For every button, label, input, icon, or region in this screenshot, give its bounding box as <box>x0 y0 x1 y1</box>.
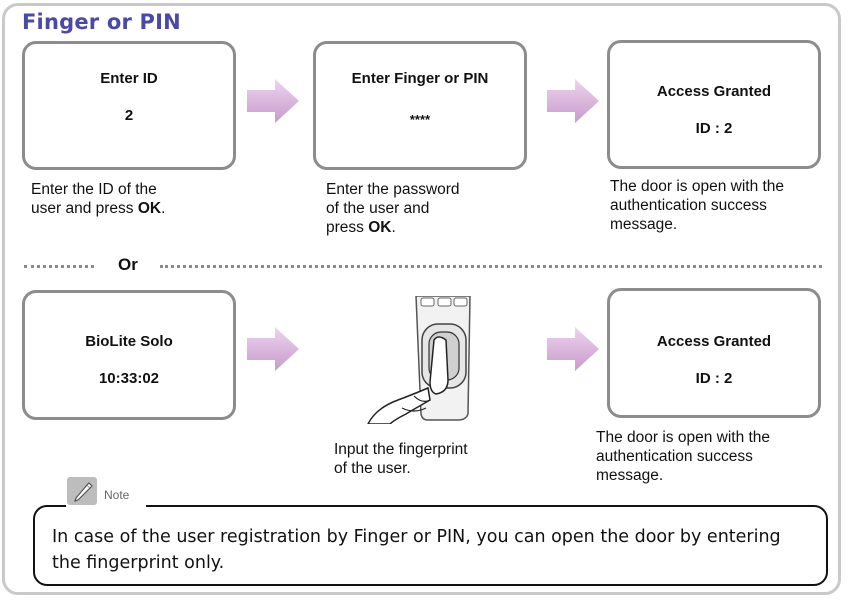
caption-text: press <box>326 219 369 236</box>
arrow-right-icon <box>547 79 599 123</box>
caption-line: The door is open with the <box>610 178 785 195</box>
caption-line: press OK. <box>326 218 460 237</box>
screen-enter-finger-or-pin: Enter Finger or PIN **** <box>313 41 527 170</box>
caption-line: user and press OK. <box>31 199 165 218</box>
caption-input-fingerprint: Input the fingerprint of the user. <box>334 440 468 478</box>
arrow-right-icon <box>247 79 299 123</box>
caption-enter-password: Enter the password of the user and press… <box>326 180 460 237</box>
caption-line: of the user and <box>326 200 430 217</box>
screen-line-2: ID : 2 <box>695 370 733 387</box>
section-title: Finger or PIN <box>22 10 181 34</box>
or-label: Or <box>118 255 138 274</box>
screen-line-1: BioLite Solo <box>85 333 173 350</box>
caption-line: The door is open with the <box>596 429 771 446</box>
divider-right <box>160 265 822 268</box>
screen-line-1: Enter ID <box>100 70 158 87</box>
screen-access-granted: Access Granted ID : 2 <box>607 40 821 169</box>
caption-line: authentication success <box>610 197 767 214</box>
caption-text: user and press <box>31 200 138 217</box>
caption-enter-id: Enter the ID of the user and press OK. <box>31 180 165 218</box>
caption-tail: . <box>161 200 166 217</box>
caption-door-open: The door is open with the authentication… <box>596 428 770 485</box>
screen-line-2: ID : 2 <box>695 120 733 137</box>
caption-line: message. <box>610 216 678 233</box>
arrow-right-icon <box>547 327 599 371</box>
note-header: Note <box>66 476 146 508</box>
pencil-note-icon <box>67 477 97 505</box>
divider-left <box>24 265 94 268</box>
screen-line-1: Access Granted <box>656 333 772 350</box>
caption-door-open: The door is open with the authentication… <box>610 177 784 234</box>
note-box <box>33 505 828 586</box>
ok-key-label: OK <box>137 200 162 217</box>
fingerprint-device-illustration <box>367 296 471 424</box>
caption-line: Enter the ID of the <box>31 181 157 198</box>
screen-enter-id: Enter ID 2 <box>22 41 236 170</box>
screen-access-granted: Access Granted ID : 2 <box>607 288 821 418</box>
screen-line-2: 10:33:02 <box>98 370 160 387</box>
caption-line: authentication success <box>596 448 753 465</box>
ok-key-label: OK <box>368 219 392 236</box>
note-text: In case of the user registration by Fing… <box>52 527 781 573</box>
screen-line-1: Enter Finger or PIN <box>351 70 489 87</box>
caption-line: Input the fingerprint <box>334 441 468 458</box>
caption-line: Enter the password <box>326 181 460 198</box>
screen-line-1: Access Granted <box>656 83 772 100</box>
note-label: Note <box>104 488 130 502</box>
screen-line-2: **** <box>409 112 431 127</box>
screen-idle: BioLite Solo 10:33:02 <box>22 290 236 420</box>
caption-tail: . <box>391 219 396 236</box>
caption-line: of the user. <box>334 460 411 477</box>
caption-line: message. <box>596 467 664 484</box>
screen-line-2: 2 <box>124 107 134 124</box>
arrow-right-icon <box>247 327 299 371</box>
